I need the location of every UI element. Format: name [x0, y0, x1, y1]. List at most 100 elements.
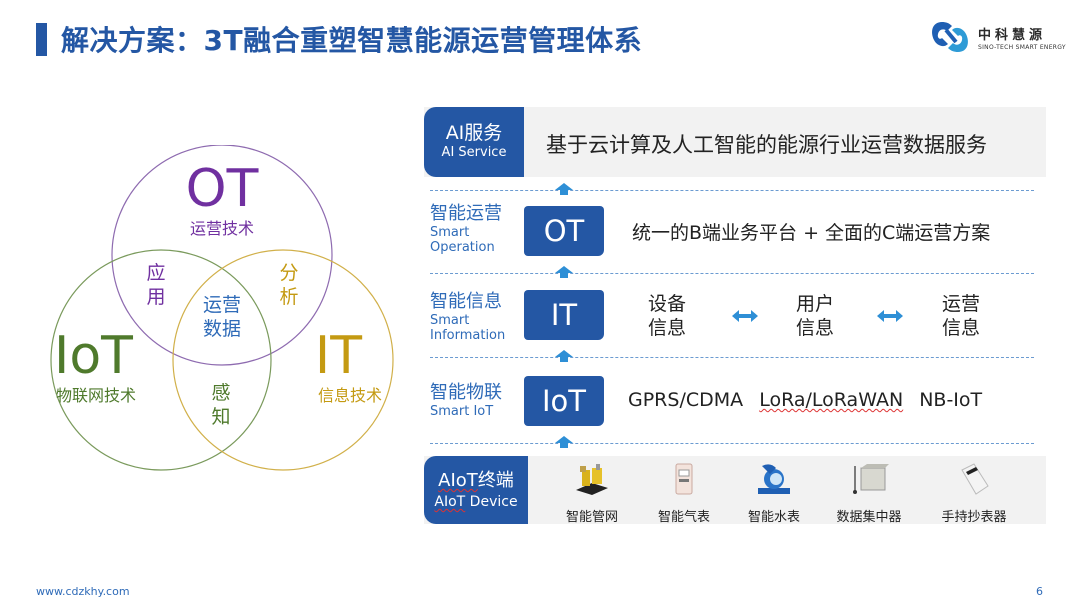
up-arrow-icon — [555, 436, 573, 448]
aiot-device-row: AIoT终端 AIoT Device 智能管网 智能气表 — [424, 456, 1046, 525]
dashed-divider — [430, 190, 1034, 191]
overlap-ot-it-1: 分 — [279, 262, 299, 284]
layer-it-en-2: Information — [430, 328, 506, 343]
logo-cn-text: 中科慧源 — [978, 27, 1047, 43]
device-label: 智能气表 — [657, 510, 710, 525]
ot-description: 统一的B端业务平台 + 全面的C端运营方案 — [632, 222, 991, 244]
device-label: 智能管网 — [565, 510, 618, 525]
overlap-center-1: 运营 — [202, 294, 241, 316]
ot-subtitle: 运营技术 — [189, 219, 254, 238]
info-device-1: 设备 — [648, 293, 687, 315]
page-number: 6 — [1036, 585, 1043, 598]
overlap-iot-it-2: 知 — [211, 406, 231, 428]
pipe-network-icon — [576, 464, 608, 495]
aiot-cn-suffix: 终端 — [477, 470, 514, 491]
dashed-divider — [430, 273, 1034, 274]
protocol-gprs-cdma: GPRS/CDMA — [628, 389, 744, 411]
slide-header: 解决方案：3T融合重塑智慧能源运营管理体系 — [36, 22, 643, 57]
bidirectional-arrow-icon — [877, 310, 903, 322]
footer-website-link[interactable]: www.cdzkhy.com — [36, 585, 130, 598]
aiot-cn-prefix: AIoT — [438, 470, 478, 491]
logo-en-text: SINO-TECH SMART ENERGY — [978, 43, 1066, 51]
info-operation-1: 运营 — [942, 293, 981, 315]
it-circle — [172, 249, 394, 471]
overlap-ot-it: 分 析 — [277, 261, 301, 309]
dashed-divider — [430, 443, 1034, 444]
overlap-ot-iot-2: 用 — [146, 286, 166, 308]
ai-service-label-cn: AI服务 — [445, 122, 503, 144]
info-user: 用户 信息 — [796, 292, 834, 340]
venn-circles — [50, 145, 394, 471]
ot-badge: OT — [524, 206, 604, 256]
ot-title: OT — [185, 159, 259, 219]
layer-label-ot: 智能运营 Smart Operation — [430, 203, 502, 255]
protocol-lora: LoRa/LoRaWAN — [759, 389, 903, 411]
device-label: 手持抄表器 — [941, 510, 1007, 525]
device-pipe-network: 智能管网 — [552, 462, 632, 525]
ai-service-row: AI服务 AI Service 基于云计算及人工智能的能源行业运营数据服务 — [424, 107, 1046, 177]
info-device: 设备 信息 — [648, 292, 686, 340]
overlap-iot-it-1: 感 — [211, 382, 231, 404]
layer-it-en-1: Smart — [430, 313, 470, 328]
info-user-2: 信息 — [796, 317, 835, 339]
device-data-concentrator: 数据集中器 — [829, 462, 909, 525]
ot-circle — [111, 145, 333, 366]
overlap-center: 运营 数据 — [192, 293, 252, 341]
it-subtitle: 信息技术 — [317, 386, 382, 405]
layer-ot-en-1: Smart — [430, 225, 470, 240]
ot-label: OT 运营技术 — [172, 163, 272, 239]
layer-it-cn: 智能信息 — [430, 291, 502, 312]
protocol-nb-iot: NB-IoT — [919, 389, 983, 411]
layer-label-it: 智能信息 Smart Information — [430, 291, 505, 343]
logo-mark-icon — [932, 22, 968, 52]
layer-iot-cn: 智能物联 — [430, 382, 502, 403]
aiot-device-tab: AIoT终端 AIoT Device — [424, 456, 528, 524]
info-operation: 运营 信息 — [942, 292, 980, 340]
bidirectional-arrow-icon — [732, 310, 758, 322]
gas-meter-icon — [675, 463, 693, 495]
overlap-ot-it-2: 析 — [279, 286, 299, 308]
overlap-iot-it: 感 知 — [209, 381, 233, 429]
it-badge: IT — [524, 290, 604, 340]
aiot-en-prefix: AIoT — [434, 494, 466, 510]
ai-service-tab: AI服务 AI Service — [424, 107, 524, 177]
device-label: 数据集中器 — [836, 510, 902, 525]
device-gas-meter: 智能气表 — [644, 462, 724, 525]
aiot-label-en: AIoT Device — [434, 493, 517, 511]
iot-circle — [50, 249, 272, 471]
up-arrow-icon — [555, 350, 573, 362]
slide-title: 解决方案：3T融合重塑智慧能源运营管理体系 — [61, 24, 643, 57]
device-label: 智能水表 — [747, 510, 800, 525]
water-meter-icon — [758, 464, 790, 494]
dashed-divider — [430, 357, 1034, 358]
overlap-center-2: 数据 — [202, 318, 241, 340]
info-operation-2: 信息 — [942, 317, 981, 339]
handheld-reader-icon — [961, 463, 989, 495]
iot-protocols: GPRS/CDMA LoRa/LoRaWAN NB-IoT — [628, 389, 982, 411]
it-label: IT 信息技术 — [292, 330, 382, 406]
aiot-label-cn: AIoT终端 — [438, 469, 514, 493]
layer-label-iot: 智能物联 Smart IoT — [430, 382, 502, 419]
venn-diagram-3t: OT 运营技术 IoT 物联网技术 IT 信息技术 应 用 分 析 运营 数据 … — [48, 145, 408, 475]
it-title: IT — [314, 326, 362, 386]
iot-title: IoT — [54, 326, 133, 386]
ai-service-label-en: AI Service — [441, 145, 507, 160]
info-device-2: 信息 — [648, 317, 687, 339]
overlap-ot-iot-1: 应 — [146, 262, 166, 284]
aiot-en-suffix: Device — [465, 494, 518, 510]
iot-subtitle: 物联网技术 — [56, 386, 137, 405]
iot-label: IoT 物联网技术 — [48, 330, 160, 406]
up-arrow-icon — [555, 266, 573, 278]
info-user-1: 用户 — [796, 293, 835, 315]
data-concentrator-icon — [853, 464, 889, 494]
up-arrow-icon — [555, 183, 573, 195]
layer-iot-en: Smart IoT — [430, 404, 494, 419]
layer-ot-cn: 智能运营 — [430, 203, 502, 224]
company-logo: 中科慧源 SINO-TECH SMART ENERGY — [928, 18, 1066, 56]
overlap-ot-iot: 应 用 — [144, 261, 168, 309]
ai-service-description: 基于云计算及人工智能的能源行业运营数据服务 — [546, 133, 987, 157]
device-water-meter: 智能水表 — [734, 462, 814, 525]
title-accent-bar — [36, 22, 47, 56]
iot-badge: IoT — [524, 376, 604, 426]
layer-ot-en-2: Operation — [430, 240, 495, 255]
